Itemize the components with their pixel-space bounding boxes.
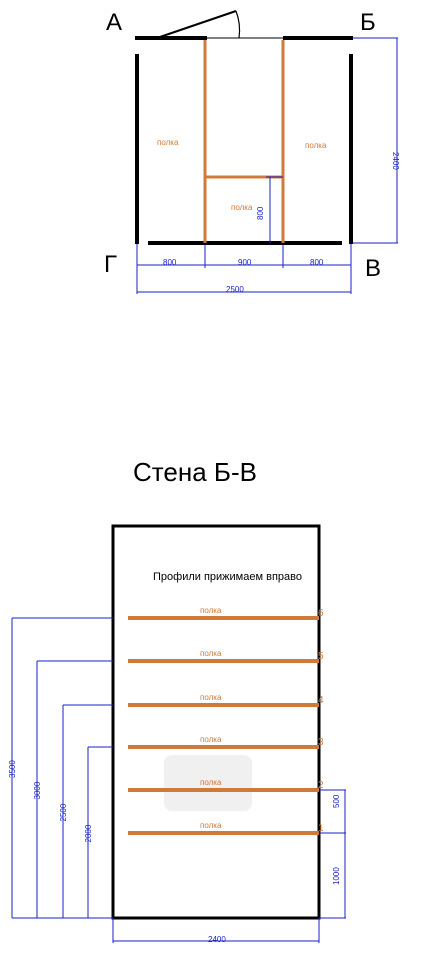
- dim-right-width: 800: [310, 258, 324, 267]
- dim-text-shelf-5: 3000: [33, 781, 42, 799]
- dim-total-width: 2500: [226, 285, 244, 294]
- dim-bottom-text: 2400: [208, 935, 226, 944]
- shelf-number-4: 4: [318, 695, 324, 706]
- plan-view: А Б Г В полка полка полка: [104, 9, 400, 294]
- dim-text-shelf-4: 2500: [59, 803, 68, 821]
- dim-height-text: 2400: [391, 152, 400, 170]
- shelf-number-3: 3: [318, 737, 324, 748]
- shelf-label-2: полка: [200, 778, 222, 787]
- shelf-left-label: полка: [157, 138, 179, 147]
- shelf-label-6: полка: [200, 606, 222, 615]
- shelf-label-4: полка: [200, 693, 222, 702]
- dim-mid-shelf-text: 800: [256, 206, 265, 220]
- door-leaf: [156, 10, 237, 39]
- corner-g-label: Г: [104, 251, 117, 278]
- dim-text-shelf-6: 3500: [8, 760, 17, 778]
- shelf-label-3: полка: [200, 735, 222, 744]
- corner-a-label: А: [106, 9, 122, 36]
- shelf-label-5: полка: [200, 649, 222, 658]
- watermark: [164, 755, 252, 811]
- elevation-title: Стена Б-В: [133, 457, 257, 487]
- dim-right-lower: 1000: [332, 867, 341, 885]
- wall-rectangle: [111, 524, 321, 920]
- shelf-number-6: 6: [318, 608, 324, 619]
- shelves-layer: полка 6 3500 полка 5 3000 полка 4 2500 полка 3 2000…: [8, 606, 324, 919]
- dim-text-shelf-3: 2000: [84, 824, 93, 842]
- shelf-middle-label: полка: [231, 203, 253, 212]
- dim-mid-width: 900: [238, 258, 252, 267]
- door-arc: [235, 10, 241, 39]
- elevation-view: Стена Б-В Профили прижимаем вправо полка…: [8, 457, 346, 944]
- dim-right-upper: 500: [332, 794, 341, 808]
- corner-v-label: В: [365, 255, 381, 282]
- shelf-number-2: 2: [318, 780, 324, 791]
- shelf-label-1: полка: [200, 821, 222, 830]
- elevation-note: Профили прижимаем вправо: [153, 571, 302, 583]
- shelf-number-1: 1: [318, 823, 324, 834]
- dim-left-width: 800: [163, 258, 177, 267]
- corner-b-label: Б: [360, 9, 376, 36]
- shelf-number-5: 5: [318, 651, 324, 662]
- shelf-right-label: полка: [305, 141, 327, 150]
